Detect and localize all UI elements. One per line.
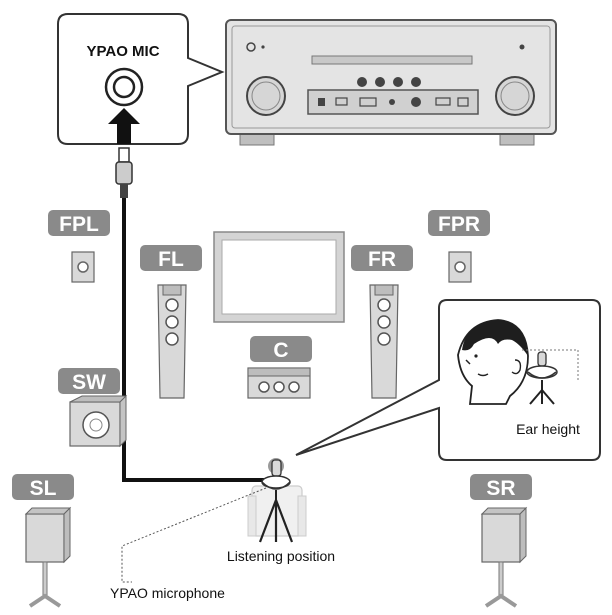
speaker-fpr: FPR	[428, 210, 490, 283]
mic-cable	[115, 147, 272, 482]
tv-screen	[213, 231, 345, 323]
mic-callout-title: YPAO MIC	[86, 43, 159, 60]
speaker-sw-label: SW	[72, 371, 106, 394]
speaker-fr: FR	[351, 245, 413, 399]
listening-position: Listening position	[227, 458, 335, 564]
power-button-icon	[246, 42, 256, 52]
speaker-sl: SL	[12, 474, 74, 608]
ypao-microphone-icon	[258, 458, 294, 543]
speaker-sr-label: SR	[486, 477, 515, 500]
volume-knob-icon	[495, 76, 535, 116]
speaker-sl-label: SL	[30, 477, 57, 500]
ypao-mic-pointer	[121, 487, 267, 583]
speaker-c-label: C	[273, 339, 288, 362]
ypao-microphone-label: YPAO microphone	[110, 585, 225, 601]
ypao-mic-jack-icon	[411, 97, 421, 107]
speaker-fr-label: FR	[368, 248, 396, 271]
speaker-fl: FL	[140, 245, 202, 399]
ear-height-label: Ear height	[516, 421, 580, 437]
speaker-fl-label: FL	[158, 248, 184, 271]
speaker-fpl-label: FPL	[59, 213, 99, 236]
av-receiver	[225, 19, 557, 146]
mic-callout: YPAO MIC	[57, 13, 225, 145]
speaker-sr: SR	[470, 474, 532, 608]
mic-plug-icon	[115, 161, 133, 185]
input-knob-icon	[246, 76, 286, 116]
listener-head-icon	[457, 319, 529, 405]
listening-position-label: Listening position	[227, 548, 335, 564]
insert-arrow-icon	[108, 108, 140, 144]
mic-jack-inner-icon	[112, 75, 136, 99]
speaker-sw: SW	[58, 368, 128, 448]
speaker-fpl: FPL	[48, 210, 110, 283]
speaker-c: C	[247, 336, 312, 399]
ear-height-callout: Ear height	[295, 299, 601, 461]
callout-mic-stand-icon	[526, 351, 558, 405]
speaker-fpr-label: FPR	[438, 213, 480, 236]
